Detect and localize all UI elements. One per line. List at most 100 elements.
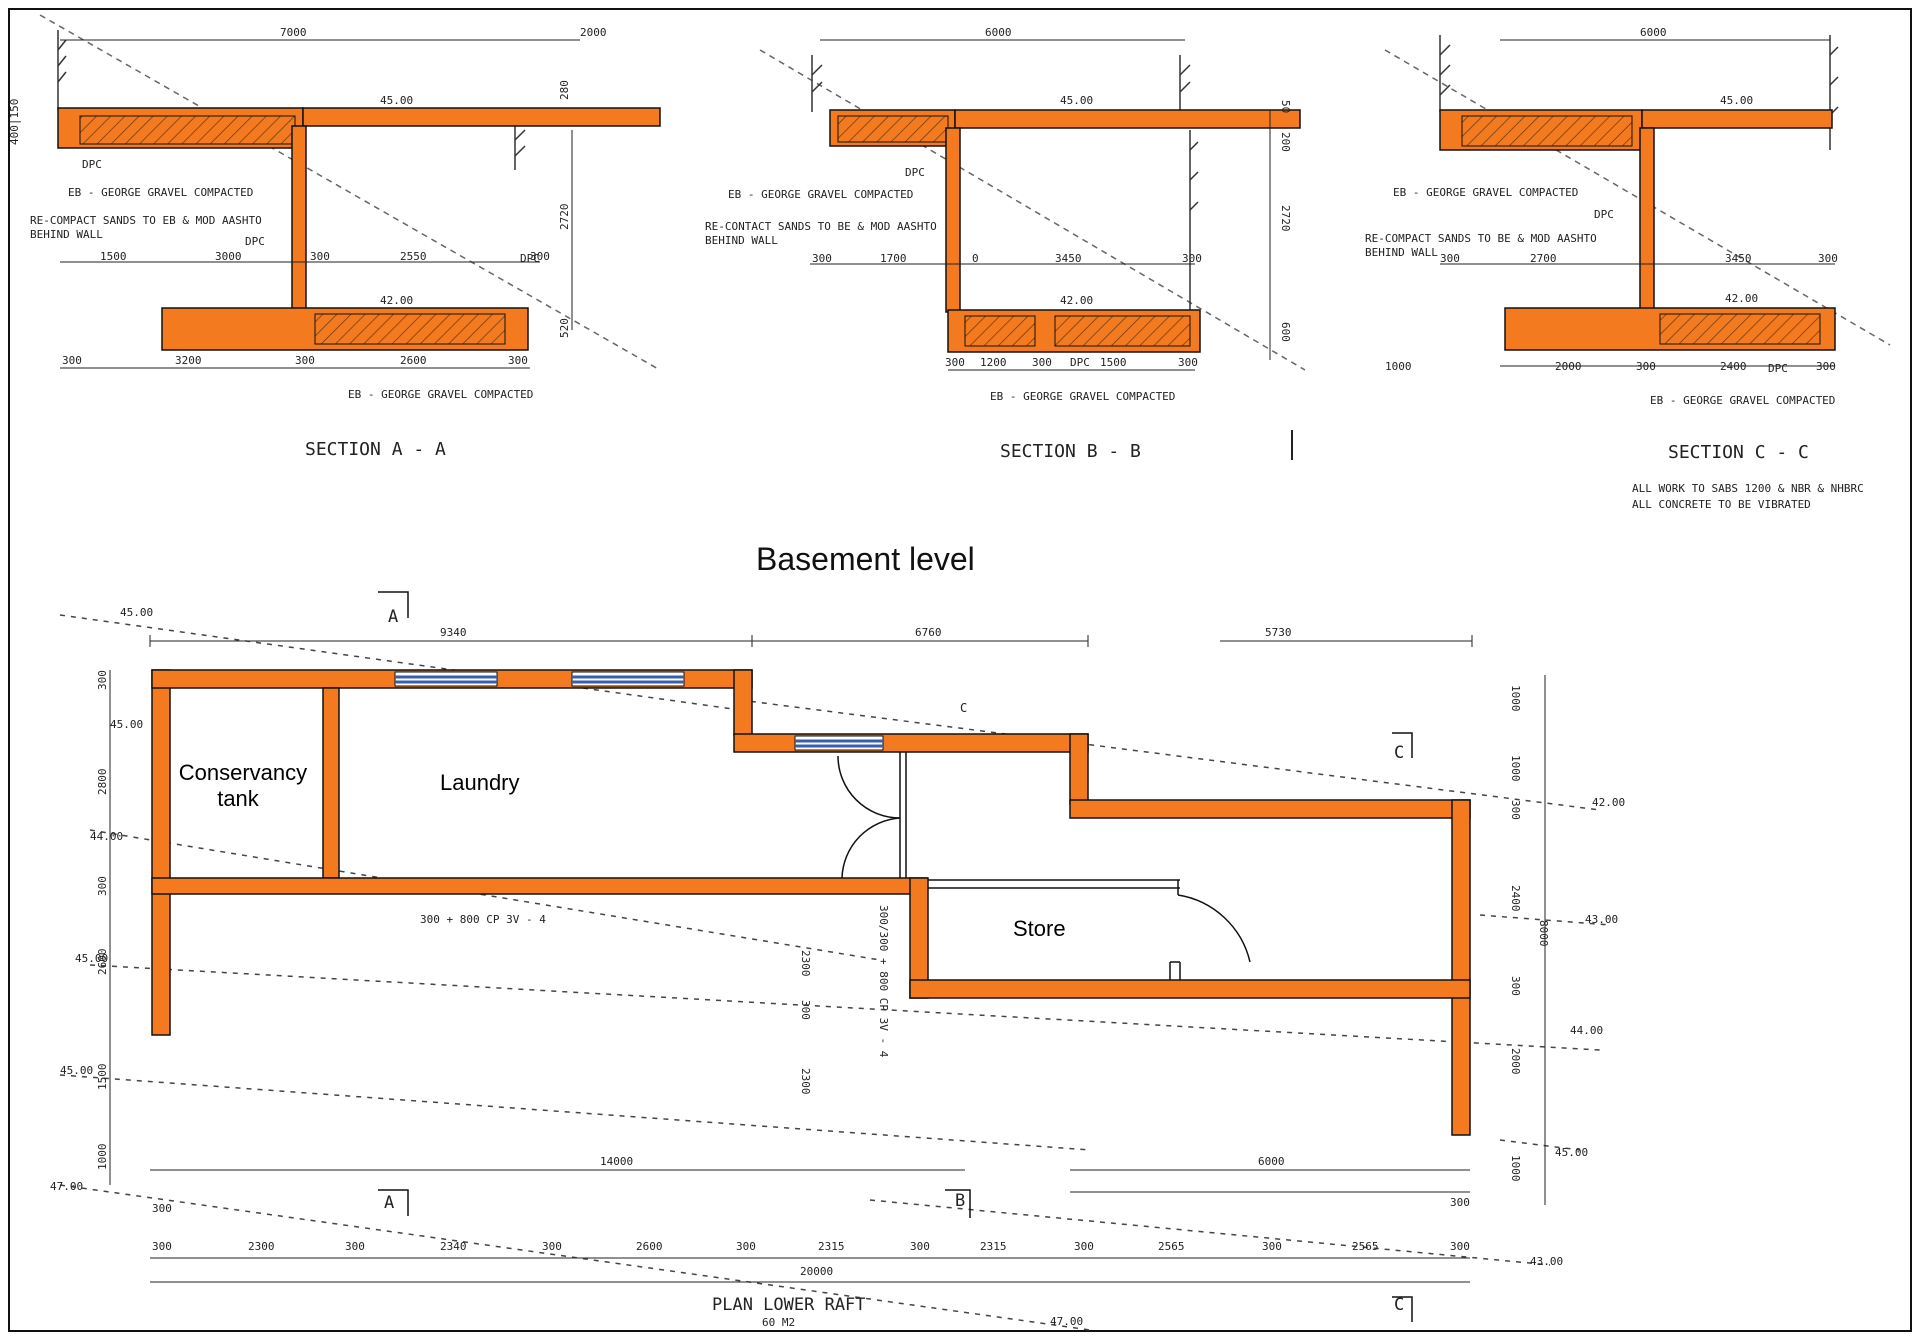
- section-a-note-dpc-3: DPC: [520, 252, 540, 265]
- plan-title: PLAN LOWER RAFT: [712, 1295, 866, 1315]
- windows: [394, 671, 884, 751]
- section-mark-c-bottom: C: [1394, 1295, 1404, 1315]
- plan-bottom2-dim-7: 300: [736, 1240, 756, 1253]
- section-b: 600 0 45.00 42.00 DPC EB - GEORGE GRAVEL …: [705, 26, 1306, 462]
- plan-bottom2-dim-6: 2600: [636, 1240, 663, 1253]
- section-a-bottom-dim-1: 300: [62, 354, 82, 367]
- plan-right-dim-2: 1000: [1509, 755, 1522, 782]
- section-c-note-sands: RE-COMPACT SANDS TO BE & MOD AASHTO: [1365, 232, 1597, 245]
- section-b-side-dim-2: 200: [1279, 132, 1292, 152]
- plan-right-dim-1: 1000: [1509, 685, 1522, 712]
- section-b-mid-dim-2: 1700: [880, 252, 907, 265]
- plan-top-dim-2: 6760: [915, 626, 942, 639]
- section-b-level: 45.00: [1060, 94, 1093, 107]
- plan-bottom2-dim-9: 300: [910, 1240, 930, 1253]
- section-c-spec-1: ALL WORK TO SABS 1200 & NBR & NHBRC: [1632, 482, 1864, 495]
- plan-right-dim-3: 300: [1509, 800, 1522, 820]
- section-mark-b-bottom: B: [955, 1191, 965, 1211]
- page-title: Basement level: [756, 541, 975, 577]
- plan-bottom2-dim-8: 2315: [818, 1240, 845, 1253]
- section-a-bottom-dim-3: 300: [295, 354, 315, 367]
- room-label-store: Store: [1013, 916, 1066, 941]
- section-c-mid-dim-1: 300: [1440, 252, 1460, 265]
- section-mark-a-bottom: A: [384, 1193, 394, 1213]
- section-a-mid-dim-5: 300: [530, 250, 550, 263]
- section-c-base-level: 42.00: [1725, 292, 1758, 305]
- section-c-note-gravel: EB - GEORGE GRAVEL COMPACTED: [1393, 186, 1578, 199]
- section-a-side-dim-3: 280: [558, 80, 571, 100]
- level-label-1: 45.00: [120, 606, 153, 619]
- section-b-note-gravel: EB - GEORGE GRAVEL COMPACTED: [728, 188, 913, 201]
- section-a-mid-dim-3: 300: [310, 250, 330, 263]
- section-a-note-gravel: EB - GEORGE GRAVEL COMPACTED: [68, 186, 253, 199]
- section-b-title: SECTION B - B: [1000, 441, 1141, 462]
- level-label-6: 47.00: [50, 1180, 83, 1193]
- section-b-bottom-dim-5: 300: [1178, 356, 1198, 369]
- section-c-level: 45.00: [1720, 94, 1753, 107]
- plan-subtitle: 60 M2: [762, 1316, 795, 1329]
- plan-left-dim-5: 1500: [96, 1064, 109, 1091]
- plan-right-dim-5: 8000: [1537, 920, 1550, 947]
- section-a-note-dpc: DPC: [82, 158, 102, 171]
- plan-right-dim-8: 1000: [1509, 1155, 1522, 1182]
- section-a-base-level: 42.00: [380, 294, 413, 307]
- section-b-side-dim-3: 2720: [1279, 205, 1292, 232]
- section-a-level: 45.00: [380, 94, 413, 107]
- section-a-note-sands: RE-COMPACT SANDS TO EB & MOD AASHTO: [30, 214, 262, 227]
- plan-inner-note-1: 300 + 800 CP 3V - 4: [420, 913, 546, 926]
- section-c-bottom-note: EB - GEORGE GRAVEL COMPACTED: [1650, 394, 1835, 407]
- level-label-7: 42.00: [1592, 796, 1625, 809]
- plan-bottom2-dim-13: 300: [1262, 1240, 1282, 1253]
- plan-bottom2-dim-3: 300: [345, 1240, 365, 1253]
- plan-right-dim-7: 2000: [1509, 1048, 1522, 1075]
- plan-left-dim-1: 300: [96, 670, 109, 690]
- section-c-mid-dim-3: 3450: [1725, 252, 1752, 265]
- section-c-bottom-dim-3: 300: [1636, 360, 1656, 373]
- plan-right-dim-6: 300: [1509, 976, 1522, 996]
- section-c-bottom-dim-1: 1000: [1385, 360, 1412, 373]
- section-mark-c-right: C: [1394, 743, 1404, 763]
- level-label-8: 43.00: [1585, 913, 1618, 926]
- plan-bottom-dim-3: 300: [1450, 1196, 1470, 1209]
- section-b-side-dim-1: 50: [1279, 100, 1292, 113]
- room-label-conservancy: Conservancy tank: [179, 760, 314, 811]
- section-b-side-dim-4: 600: [1279, 322, 1292, 342]
- level-label-3: 44.00: [90, 830, 123, 843]
- plan-inner-dim-3: 2300: [799, 1068, 812, 1095]
- level-label-2: 45.00: [110, 718, 143, 731]
- section-c-note-dpc-2: DPC: [1768, 362, 1788, 375]
- section-c-bottom-dim-2: 2000: [1555, 360, 1582, 373]
- plan-left-dim-4: 2600: [96, 949, 109, 976]
- section-b-base-level: 42.00: [1060, 294, 1093, 307]
- section-a-side-dim-2: 2720: [558, 204, 571, 231]
- section-a-bottom-dim-4: 2600: [400, 354, 427, 367]
- level-label-9: 44.00: [1570, 1024, 1603, 1037]
- plan-bottom2-dim-11: 300: [1074, 1240, 1094, 1253]
- level-label-11: 43.00: [1530, 1255, 1563, 1268]
- section-b-mid-dim-3: 0: [972, 252, 979, 265]
- section-mark-c-small: C: [960, 701, 967, 715]
- section-b-bottom-dim-2: 1200: [980, 356, 1007, 369]
- level-label-4: 45.00: [75, 952, 108, 965]
- section-b-mid-dim-1: 300: [812, 252, 832, 265]
- plan-bottom2-dim-14: 2565: [1352, 1240, 1379, 1253]
- section-a-top-dim-2: 2000: [580, 26, 607, 39]
- section-c: 6000 45.00 42.00 EB - GEORGE GRAVEL COMP…: [1365, 26, 1891, 511]
- section-a-mid-dim-1: 1500: [100, 250, 127, 263]
- section-c-note-behind: BEHIND WALL: [1365, 246, 1438, 259]
- level-label-10: 45.00: [1555, 1146, 1588, 1159]
- plan-bottom2-dim-10: 2315: [980, 1240, 1007, 1253]
- plan-right-dim-4: 2400: [1509, 885, 1522, 912]
- plan-bottom2-dim-15: 300: [1450, 1240, 1470, 1253]
- plan-left-dim-3: 300: [96, 876, 109, 896]
- section-a-side-dim-1: 400|150: [8, 99, 21, 145]
- section-b-bottom-dim-4: 1500: [1100, 356, 1127, 369]
- section-a-top-dim-1: 7000: [280, 26, 307, 39]
- section-b-bottom-dim-1: 300: [945, 356, 965, 369]
- plan-left-dim-7: 300: [152, 1202, 172, 1215]
- section-b-note-dpc: DPC: [905, 166, 925, 179]
- section-c-note-dpc: DPC: [1594, 208, 1614, 221]
- section-a: 7000 2000 45.00 42.00 DPC EB - GEORGE GR…: [8, 14, 661, 460]
- section-b-note-behind: BEHIND WALL: [705, 234, 778, 247]
